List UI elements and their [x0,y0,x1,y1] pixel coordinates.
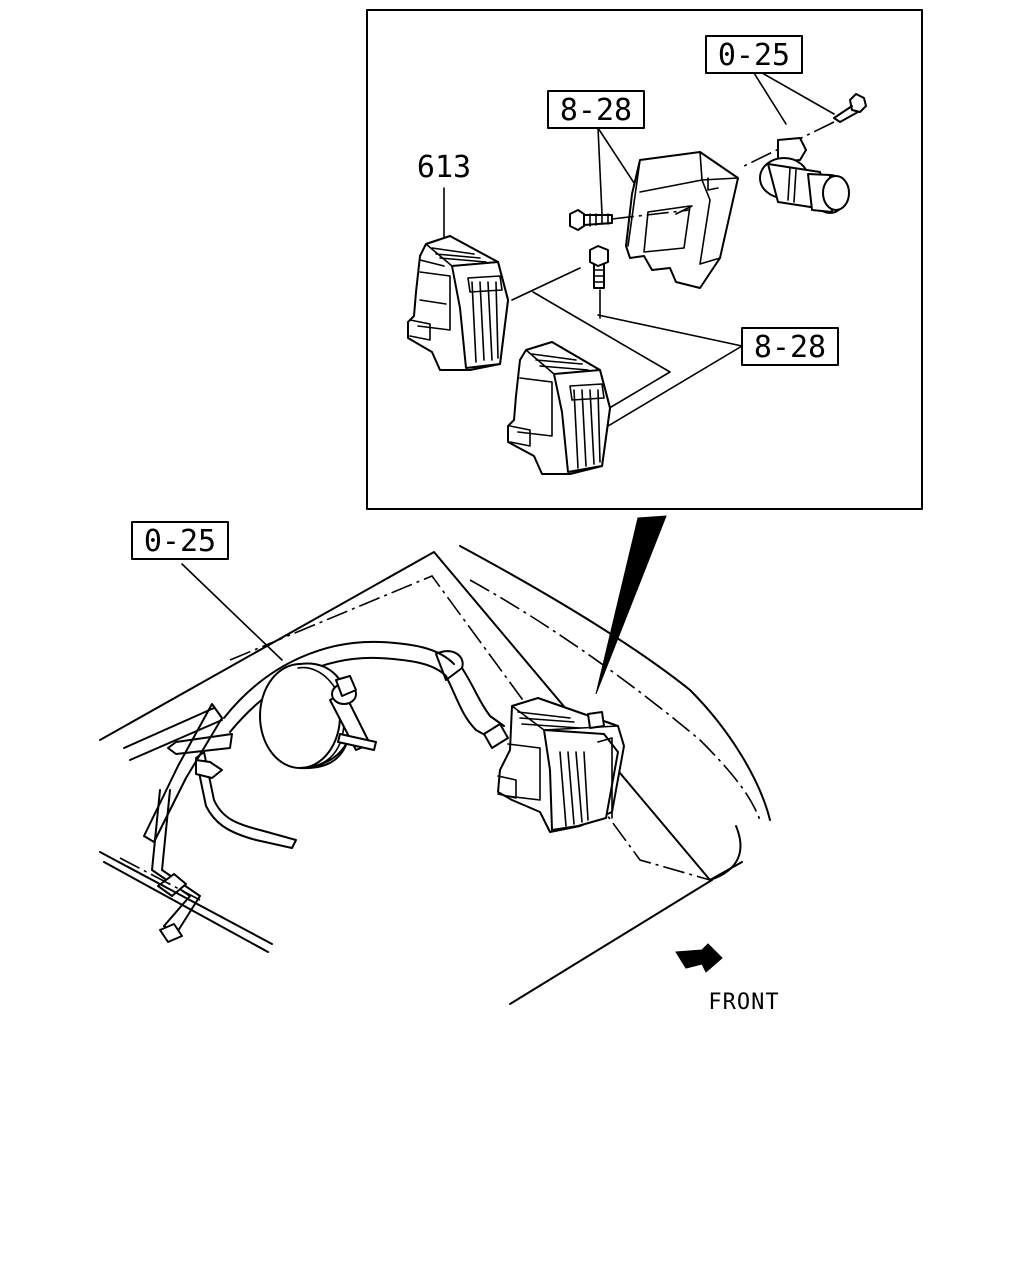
callout-0-25-main: 0-25 [131,521,283,661]
hose-assembly [99,640,509,953]
callout-8-28-upper: 8-28 [547,90,645,215]
leader-line [597,127,641,215]
screw-icon [739,93,867,169]
sensor-icon [759,137,850,214]
control-module-icon [507,341,611,475]
front-arrow-icon [675,943,723,973]
callout-box [547,90,645,129]
callout-box [131,521,229,560]
mounting-bracket [625,151,739,289]
installed-control-module-icon [497,697,625,833]
leader-line [597,314,743,433]
part-number-text: 613 [417,150,471,185]
callout-0-25-top: 0-25 [705,35,835,125]
detail-pointer [595,515,667,695]
bolt-icon [589,245,609,289]
callout-text: 0-25 [718,38,790,73]
front-label: FRONT [708,990,779,1015]
front-direction-indicator: FRONT [675,943,779,1015]
canister-icon [259,662,377,770]
detail-inset-frame [366,9,923,510]
callout-box [741,327,839,366]
assembly-line [511,267,671,411]
leader-line [181,563,283,661]
callout-text: 0-25 [144,524,216,559]
leader-line [753,72,835,125]
callout-text: 8-28 [754,330,826,365]
detail-inset: 0-25 8-28 613 8-28 [366,9,923,510]
bolt-icon [569,209,691,231]
control-module-icon [407,235,509,371]
callout-613: 613 [417,150,471,247]
callout-8-28-lower: 8-28 [597,314,839,433]
callout-text: 8-28 [560,93,632,128]
